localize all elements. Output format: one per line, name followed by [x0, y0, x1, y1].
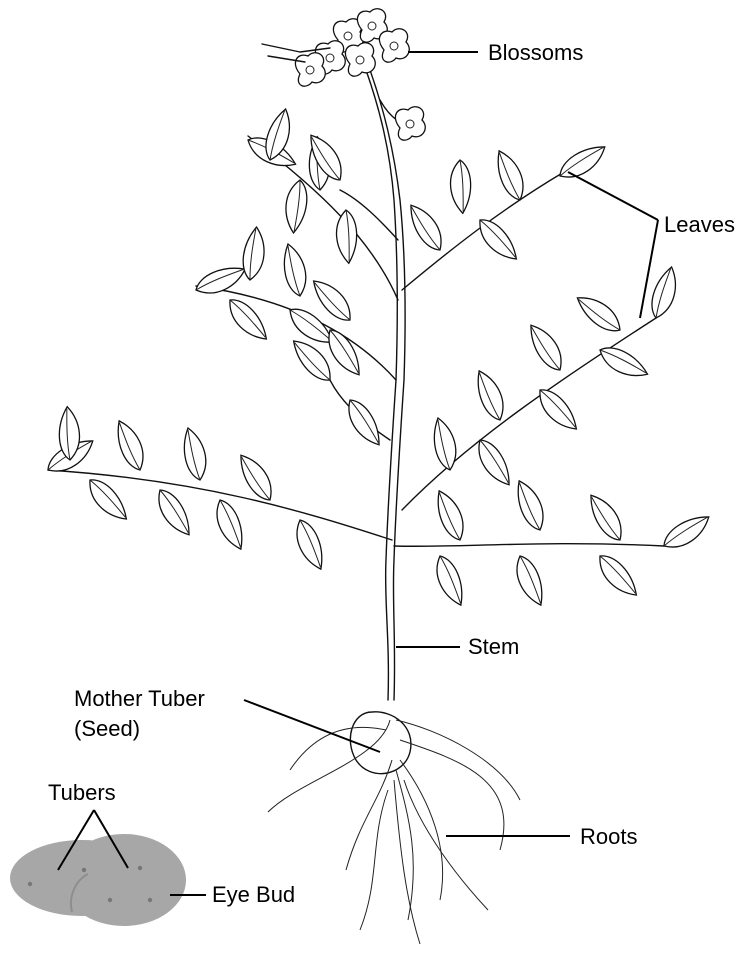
branches: [48, 136, 664, 546]
tubers-illustration: [10, 834, 186, 926]
roots-label: Roots: [580, 824, 637, 850]
label-leader-lines: [58, 52, 658, 895]
mother-tuber-label: Mother Tuber: [74, 686, 205, 712]
eye-bud-label: Eye Bud: [212, 882, 295, 908]
main-stem: [366, 70, 405, 700]
mother-tuber-seed-label: (Seed): [74, 716, 140, 742]
roots: [268, 720, 520, 944]
stem-label: Stem: [468, 634, 519, 660]
leaves-group: [43, 107, 715, 608]
leaves-label: Leaves: [664, 212, 735, 238]
tubers-label: Tubers: [48, 780, 116, 806]
blossoms-label: Blossoms: [488, 40, 583, 66]
